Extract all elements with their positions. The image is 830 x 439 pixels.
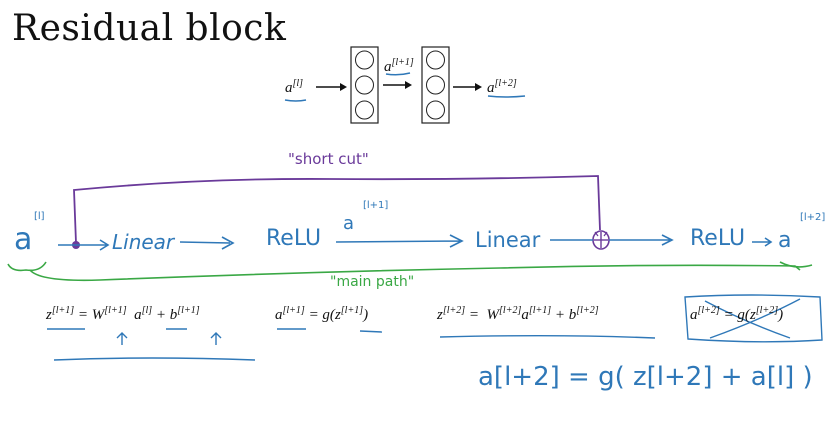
eq3-W: W <box>486 307 500 323</box>
equation-a-l1: a[l+1] = g(z[l+1]) <box>275 305 369 323</box>
top-input-sup: [l] <box>292 78 304 89</box>
slide-title: Residual block <box>12 8 287 49</box>
eq1-a: a <box>134 307 142 323</box>
top-middle-sup: [l+1] <box>391 57 414 68</box>
eq3-b: b <box>568 307 577 323</box>
flow-step-linear-1: Linear <box>112 230 175 254</box>
neuron-icon <box>426 75 445 95</box>
eq1-lhs-sup: [l+1] <box>51 305 75 316</box>
main-path-line <box>29 264 801 282</box>
flow-arrow-icon <box>179 236 235 250</box>
top-output-var: a <box>487 80 495 96</box>
flow-end-var: a <box>778 228 792 253</box>
equation-z-l2: z[l+2] = W[l+2]a[l+1] + b[l+2] <box>437 305 599 323</box>
layer-box-1 <box>350 46 379 124</box>
eq4-lhs: a <box>690 307 698 323</box>
shortcut-label: "short cut" <box>288 150 369 168</box>
equation-underlines <box>47 294 823 361</box>
neuron-icon <box>355 75 374 95</box>
up-arrow-icon <box>116 332 128 345</box>
cross-out-line <box>709 298 801 339</box>
eq1-b-sup: [l+1] <box>177 305 200 316</box>
arrow-icon <box>316 83 347 91</box>
eq2-z-sup: [l+1] <box>340 305 364 316</box>
eq2-lhs: a <box>275 307 283 323</box>
flow-start-sup: [l] <box>34 211 45 222</box>
flow-step-relu-2: ReLU <box>690 226 746 251</box>
flow-arrow-icon <box>752 237 773 247</box>
main-path-label: "main path" <box>330 274 415 290</box>
neuron-icon <box>355 50 374 70</box>
arrow-icon <box>453 83 482 91</box>
eq4-lhs-sup: [l+2] <box>697 305 720 316</box>
top-middle-var: a <box>384 59 392 75</box>
top-input-var: a <box>285 80 293 96</box>
underline-top-middle <box>385 72 411 76</box>
flow-arrow-icon <box>550 234 674 246</box>
neuron-icon <box>355 100 374 120</box>
add-node-icon <box>592 230 610 250</box>
arrow-icon <box>383 81 412 89</box>
neuron-icon <box>426 100 445 120</box>
handwritten-result-equation: a[l+2] = g( z[l+2] + a[l] ) <box>478 362 813 392</box>
top-output-sup: [l+2] <box>494 78 517 89</box>
equation-a-l2-crossed: a[l+2] = g(z[l+2]) <box>690 305 784 323</box>
main-path-bracket-start <box>7 261 47 272</box>
eq3-b-sup: [l+2] <box>576 305 599 316</box>
underline-top-input <box>284 99 307 102</box>
eq2-lhs-sup: [l+1] <box>282 305 305 316</box>
main-path-bracket-end <box>779 261 813 268</box>
eq3-W-sup: [l+2] <box>499 305 522 316</box>
eq1-b: b <box>169 307 178 323</box>
up-arrow-icon <box>210 332 222 345</box>
eq4-z: z <box>749 307 756 323</box>
eq1-W-sup: [l+1] <box>104 305 127 316</box>
flow-arrow-icon <box>58 239 110 251</box>
flow-arrows <box>58 234 773 251</box>
underline-top-output <box>487 95 526 98</box>
equation-z-l1: z[l+1] = W[l+1] a[l] + b[l+1] <box>46 305 200 323</box>
cross-out-line <box>704 300 791 339</box>
flow-start-var: a <box>14 222 33 257</box>
eq3-lhs: z <box>437 307 443 323</box>
eq1-W: W <box>91 307 105 323</box>
eq3-lhs-sup: [l+2] <box>442 305 466 316</box>
eq3-a-sup: [l+1] <box>528 305 552 316</box>
layer-box-2 <box>421 46 450 124</box>
top-input-label: a[l] <box>285 78 303 97</box>
top-middle-label: a[l+1] <box>384 57 414 76</box>
shortcut-path <box>73 175 601 244</box>
neuron-icon <box>426 50 445 70</box>
eq1-lhs: z <box>46 307 52 323</box>
flow-step-linear-2: Linear <box>475 228 541 252</box>
flow-mid-sup: [l+1] <box>363 200 389 211</box>
eq2-z: z <box>334 307 341 323</box>
eq3-a: a <box>521 307 529 323</box>
top-output-label: a[l+2] <box>487 78 517 97</box>
eq1-a-sup: [l] <box>141 305 153 316</box>
eq4-z-sup: [l+2] <box>755 305 779 316</box>
flow-arrow-icon <box>335 234 464 248</box>
flow-step-relu-1: ReLU <box>266 226 322 251</box>
flow-mid-var: a <box>343 213 355 234</box>
flow-end-sup: [l+2] <box>800 212 826 223</box>
